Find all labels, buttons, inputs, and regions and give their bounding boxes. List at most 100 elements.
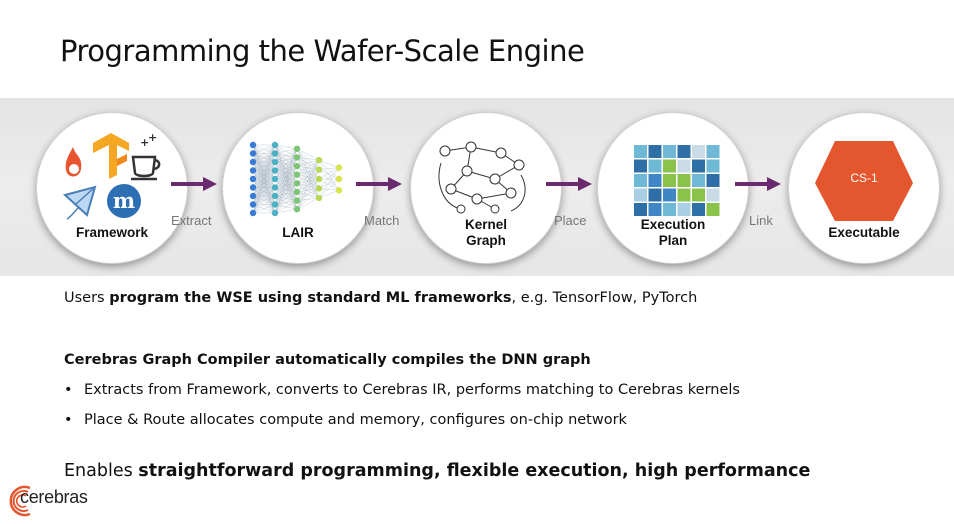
network-node: [271, 184, 279, 191]
network-edge: [296, 178, 320, 210]
network-edge: [252, 178, 276, 214]
network-node: [249, 158, 257, 166]
kite-icon: [62, 185, 97, 220]
stage-label-executable: Executable: [828, 225, 900, 240]
arrow-link: [735, 177, 781, 191]
network-node: [315, 156, 323, 164]
network-node: [271, 141, 279, 149]
network-edge: [274, 148, 298, 188]
grid-cell: [648, 145, 662, 158]
stage-label-plan: Plan: [658, 233, 688, 248]
network-edge: [296, 169, 320, 175]
network-edge: [296, 188, 320, 193]
network-edge: [318, 190, 340, 199]
network-edge: [252, 144, 276, 163]
network-edge: [296, 165, 320, 189]
network-edge: [274, 157, 298, 214]
grid-cell: [692, 174, 705, 187]
network-edge: [296, 159, 320, 201]
arrow-extract: [171, 177, 217, 191]
grid-cell: [706, 145, 720, 158]
network-edge: [274, 148, 298, 154]
stage-lair: LAIR: [222, 112, 374, 264]
grid-cell: [706, 159, 720, 173]
intro-bold: program the WSE using standard ML framew…: [109, 290, 512, 306]
network-node: [315, 166, 323, 173]
svg-text:+: +: [148, 131, 157, 144]
network-edge: [274, 148, 298, 197]
grid-cell: [648, 159, 662, 173]
network-edge: [296, 197, 320, 210]
kernel-graph-icon: [438, 141, 526, 214]
grid-cell: [692, 159, 705, 173]
network-edge: [296, 148, 320, 170]
network-node: [249, 192, 257, 200]
network-node: [293, 188, 301, 196]
network-node: [293, 171, 301, 178]
arrow-place: [546, 177, 592, 191]
network-edge: [274, 148, 298, 171]
network-edge: [318, 188, 340, 191]
brand-name: cerebras: [20, 487, 88, 507]
grid-cell: [706, 188, 720, 202]
flame-icon: [65, 147, 82, 177]
svg-text:m: m: [113, 188, 135, 213]
bullet-dot: •: [64, 382, 73, 398]
grid-cell: [634, 159, 647, 173]
network-node: [249, 209, 257, 217]
network-edge: [296, 174, 320, 180]
compiler-heading: Cerebras Graph Compiler automatically co…: [64, 352, 591, 368]
grid-cell: [677, 145, 691, 158]
network-edge: [252, 153, 276, 214]
cerebras-logo-icon: [9, 485, 31, 517]
network-edge: [318, 167, 340, 189]
network-node: [293, 197, 301, 204]
grid-cell: [648, 174, 662, 187]
network-edge: [318, 159, 340, 191]
network-edge: [296, 157, 320, 199]
cs1-chip-icon: [815, 141, 913, 221]
network-edge: [296, 174, 320, 199]
network-edge: [296, 148, 320, 189]
stage-label-execution: Execution: [640, 217, 706, 232]
bullet-text: Extracts from Framework, converts to Cer…: [84, 382, 740, 398]
network-node: [293, 206, 301, 213]
network-node: [293, 154, 301, 161]
network-edge: [296, 178, 320, 184]
grid-cell: [663, 174, 676, 187]
network-edge: [252, 144, 276, 180]
network-node: [271, 201, 279, 208]
network-node: [271, 150, 279, 157]
stage-label-graph: Graph: [466, 233, 506, 248]
network-edge: [274, 148, 298, 163]
step-label-link: Link: [749, 213, 773, 228]
network-edge: [296, 148, 320, 161]
bullet-text: Place & Route allocates compute and memo…: [84, 412, 627, 428]
svg-text:+: +: [140, 136, 149, 149]
grid-cell: [634, 174, 647, 187]
network-node: [293, 145, 301, 152]
stage-label-lair: LAIR: [282, 225, 314, 240]
network-node: [249, 184, 257, 191]
bullet-item: •Place & Route allocates compute and mem…: [64, 412, 627, 428]
network-edge: [296, 159, 320, 167]
network-edge: [318, 167, 340, 170]
network-node: [335, 175, 343, 183]
network-edge: [296, 159, 320, 193]
enables-prefix: Enables: [64, 461, 139, 481]
network-node: [249, 141, 257, 149]
stage-label-kernel: Kernel: [464, 217, 508, 232]
network-edge: [296, 159, 320, 175]
mxnet-m-icon: m: [107, 184, 141, 218]
tensorflow-icon: [93, 133, 129, 179]
intro-suffix: , e.g. TensorFlow, PyTorch: [511, 290, 698, 306]
network-edge: [296, 148, 320, 180]
network-edge: [252, 144, 276, 197]
grid-cell: [706, 174, 720, 187]
network-edge: [274, 208, 298, 214]
grid-cell: [677, 159, 691, 173]
chip-label: CS-1: [850, 171, 878, 185]
enables-bold: straightforward programming, flexible ex…: [138, 461, 811, 481]
network-edge: [274, 183, 298, 214]
stage-label-framework: Framework: [75, 225, 149, 240]
